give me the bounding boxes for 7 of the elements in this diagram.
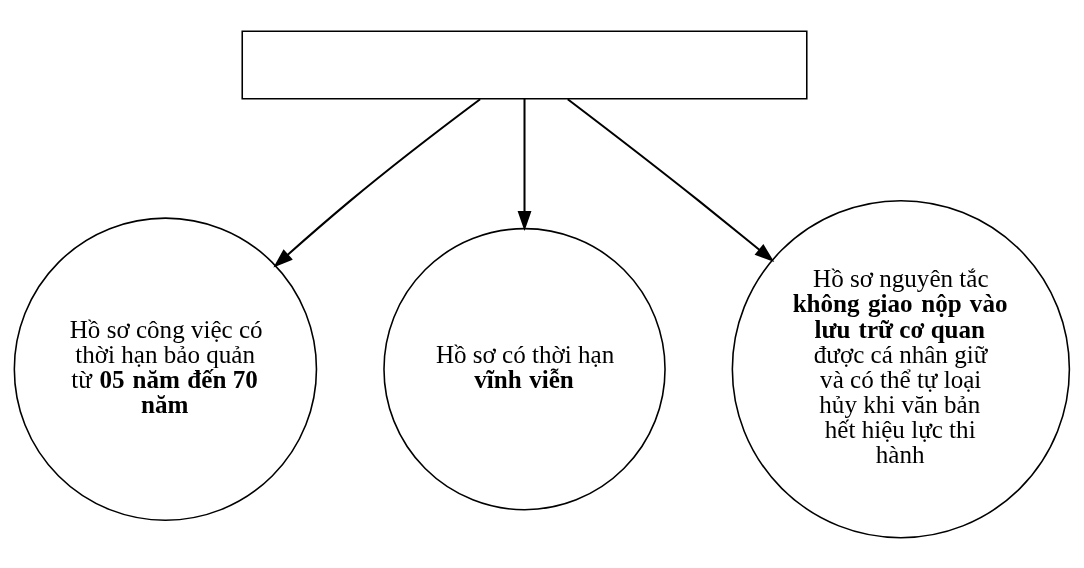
node-circle: Hồ sơ nguyên tắc không giao nộp vào lưu trữ cơ quan được cá nhân giữ và có thể tự loại hủy khi văn bản hết hiệu lực thi hành	[731, 199, 1071, 538]
arrow	[273, 97, 481, 268]
arrow	[517, 98, 532, 231]
node-circle: Hồ sơ công việc có thời hạn bảo quản từ 05 năm đến 70 năm	[13, 216, 318, 521]
node-box	[241, 30, 808, 99]
node-circle: Hồ sơ có thời hạn vĩnh viễn	[383, 227, 666, 510]
arrow	[567, 97, 775, 262]
